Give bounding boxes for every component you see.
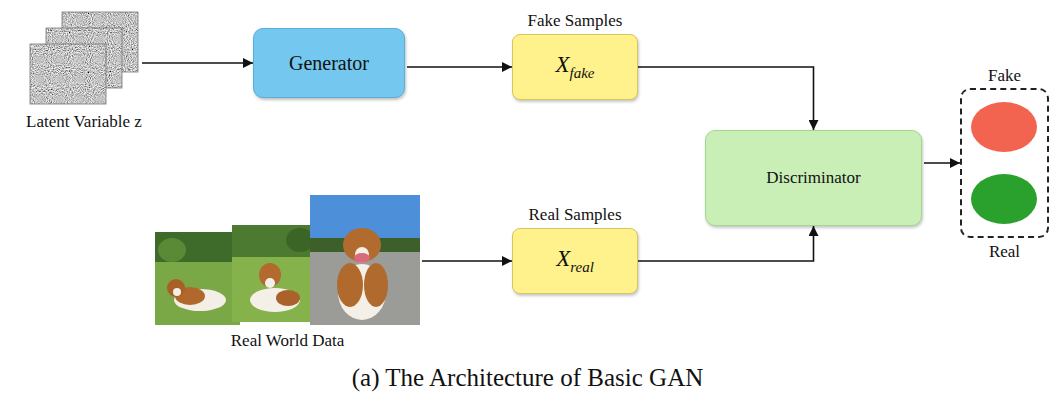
node-label: Real Samples <box>528 205 621 225</box>
latent-noise: Latent Variable z <box>28 10 140 106</box>
flow-arrow <box>638 226 814 261</box>
node-label: Discriminator <box>766 168 860 188</box>
dog-photos <box>155 195 420 325</box>
output-lights <box>971 102 1037 224</box>
sample-box: Fake SamplesXfake <box>512 34 638 100</box>
node-label: Real World Data <box>231 331 345 351</box>
discriminator-box: Discriminator <box>705 130 922 226</box>
flow-arrow <box>407 66 512 68</box>
sample-symbol: Xfake <box>555 52 594 82</box>
sample-symbol: Xreal <box>556 246 594 276</box>
node-label: Generator <box>289 52 369 75</box>
node-label: Fake Samples <box>528 11 623 31</box>
node-label: Real <box>989 242 1020 262</box>
sample-box: Real SamplesXreal <box>512 228 638 294</box>
node-label: Fake <box>988 66 1021 86</box>
noise-stack <box>30 12 138 104</box>
node-label: Latent Variable z <box>26 112 142 132</box>
output-box: FakeReal <box>960 88 1049 238</box>
flow-arrow <box>142 62 253 64</box>
real-data-photos: Real World Data <box>155 195 420 325</box>
flow-arrow <box>924 162 960 164</box>
generator-box: Generator <box>253 28 405 98</box>
figure-caption: (a) The Architecture of Basic GAN <box>0 364 1055 392</box>
flow-arrow <box>422 260 512 262</box>
flow-arrow <box>638 67 814 130</box>
